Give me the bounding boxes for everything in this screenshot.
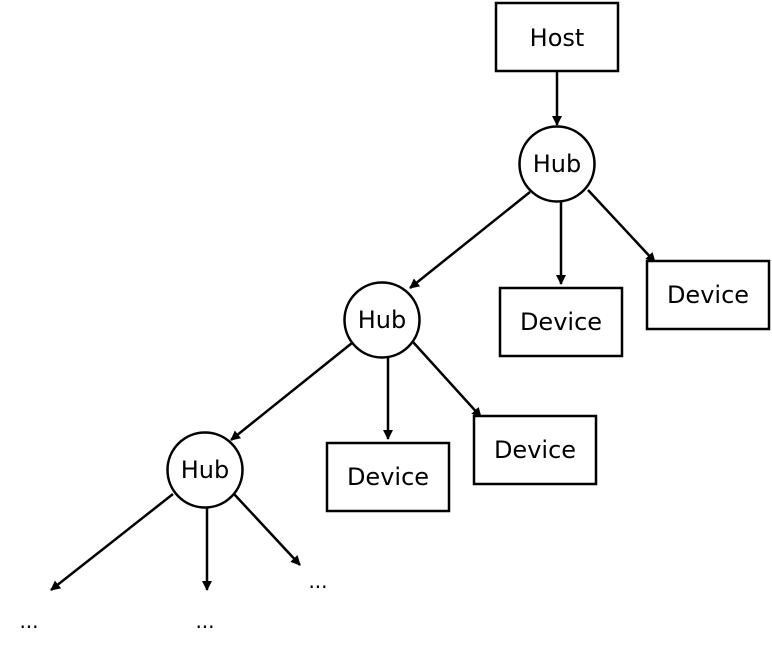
device-1a-label: Device	[520, 308, 602, 336]
hub-node-2: Hub	[343, 281, 421, 359]
device-2b-label: Device	[494, 436, 576, 464]
edge-hub1-device1b	[587, 189, 656, 263]
edges	[50, 72, 656, 591]
edge-hub2-hub3	[230, 342, 353, 441]
host-node: Host	[494, 1, 620, 73]
edge-hub2-device2b	[412, 341, 482, 418]
hub-2-label: Hub	[358, 306, 407, 334]
device-node-1b: Device	[645, 259, 771, 331]
edge-hub3-ellipsis3	[233, 493, 301, 566]
edge-hub3-ellipsis1	[50, 493, 174, 591]
device-2a-label: Device	[347, 463, 429, 491]
edge-hub1-hub2	[409, 191, 531, 289]
ellipsis-middle: ...	[195, 609, 214, 633]
hub-1-label: Hub	[533, 150, 582, 178]
ellipsis-left: ...	[19, 609, 38, 633]
device-node-2b: Device	[472, 414, 598, 486]
host-label: Host	[530, 24, 585, 52]
device-1b-label: Device	[667, 281, 749, 309]
ellipsis-right: ...	[308, 569, 327, 593]
device-node-1a: Device	[498, 286, 624, 358]
hub-node-3: Hub	[166, 431, 244, 509]
hub-3-label: Hub	[181, 456, 230, 484]
device-node-2a: Device	[325, 441, 451, 513]
hub-node-1: Hub	[518, 125, 596, 203]
